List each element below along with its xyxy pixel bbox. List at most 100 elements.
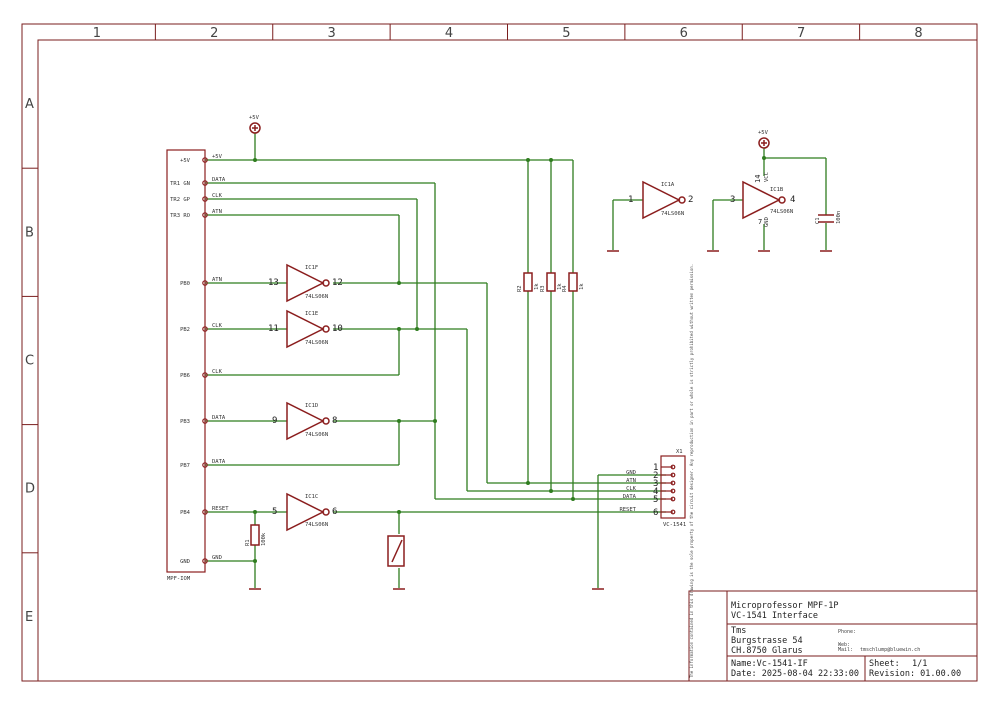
net-label-data-2: DATA (212, 415, 226, 421)
resistor-r3 (546, 272, 556, 292)
mail-text: tmschlump@bluewin.ch (860, 647, 920, 653)
title-block: The information contained in this drawin… (688, 264, 978, 682)
c1-value: 100n (836, 211, 842, 224)
gate-input-pin: 9 (272, 416, 277, 426)
gate-output-pin: 8 (332, 416, 337, 426)
gate-type: 74LS06N (770, 209, 793, 215)
vcc-pin-number: 14 (754, 175, 762, 183)
mpf-iom-pin-label: PB4 (180, 510, 191, 516)
gate-name: IC1A (661, 182, 675, 188)
row-label: D (25, 482, 35, 497)
vcc-pin-label: VCC (764, 172, 770, 182)
resistors: R2 1k R3 1k R4 1k R1 100k (245, 272, 585, 546)
net-label-clk-1: CLK (212, 193, 223, 199)
gate-output-pin: 12 (332, 278, 343, 288)
web-label: Web: (838, 642, 850, 648)
resistor-r4 (568, 272, 578, 292)
gate-type: 74LS06N (305, 432, 328, 438)
column-label: 6 (680, 26, 688, 41)
mpf-iom-pin-label: PB0 (180, 281, 190, 287)
street-text: Burgstrasse 54 (731, 636, 803, 646)
x1-value: VC-1541 (663, 522, 686, 528)
r4-name: R4 (562, 285, 568, 292)
mpf-iom-pin (202, 326, 208, 332)
gate-input-pin: 5 (272, 507, 277, 517)
sheet-value: 1/1 (912, 659, 927, 669)
supply-5v-right (758, 137, 770, 149)
r1-name: R1 (245, 539, 251, 546)
title-text: Microprofessor MPF-1P (731, 601, 838, 611)
mpf-iom-pin (202, 372, 208, 378)
gnd-pin-label: GND (764, 217, 770, 227)
mpf-iom-pin (202, 280, 208, 286)
gate-input-pin: 11 (268, 324, 279, 334)
junctions (253, 156, 766, 563)
net-label-clk-2: CLK (212, 323, 223, 329)
gate-name: IC1F (305, 265, 318, 271)
mpf-iom-pin-label: PB3 (180, 419, 190, 425)
gate-input-pin: 1 (628, 195, 633, 205)
supply-5v-right-label: +5V (758, 130, 769, 136)
r3-value: 1k (557, 283, 563, 290)
mpf-iom-pin-label: TR3 RO (170, 213, 190, 219)
r2-value: 1k (534, 283, 540, 290)
x1-pin-net: GND (626, 470, 636, 476)
mpf-iom-pin-label: TR2 GP (170, 197, 191, 203)
gate-input-pin: 3 (730, 195, 735, 205)
gate-output-pin: 6 (332, 507, 337, 517)
city-text: CH.8750 Glarus (731, 646, 803, 656)
c1-name: C1 (815, 217, 821, 224)
gate-name: IC1D (305, 403, 318, 409)
net-label-data-3: DATA (212, 459, 226, 465)
column-label: 7 (797, 26, 805, 41)
inverter-ic1e: IC1E 74LS06N 11 10 (268, 309, 343, 349)
date-text: Date: 2025-08-04 22:33:00 (731, 669, 859, 679)
net-label-atn-1: ATN (212, 209, 222, 215)
company-text: Tms (731, 626, 746, 636)
mpf-iom-pin (202, 509, 208, 515)
row-label: B (25, 225, 34, 240)
net-label-reset: RESET (212, 506, 229, 512)
r4-value: 1k (579, 283, 585, 290)
mpf-iom-pin-label: PB2 (180, 327, 190, 333)
mpf-iom-pin-label: +5V (180, 158, 191, 164)
mpf-iom-pin (202, 157, 208, 163)
resistor-r1 (250, 524, 260, 546)
x1-pin-net: RESET (619, 507, 636, 513)
column-label: 2 (210, 26, 218, 41)
capacitor-c1: C1 100n (815, 211, 842, 224)
gate-name: IC1E (305, 311, 318, 317)
column-label: 8 (914, 26, 922, 41)
gate-output-pin: 2 (688, 195, 693, 205)
name-text: Name:Vc-1541-IF (731, 659, 808, 669)
mpf-iom-pin (202, 558, 208, 564)
mail-label: Mail: (838, 647, 853, 653)
x1-pin-number: 3 (653, 479, 658, 489)
mpf-iom-pin (202, 180, 208, 186)
x1-pin-number: 4 (653, 487, 658, 497)
mpf-iom-pin-label: TR1 GN (170, 181, 190, 187)
gate-output-pin: 10 (332, 324, 343, 334)
row-label: A (25, 97, 34, 112)
mpf-iom-pin-label: GND (180, 559, 190, 565)
disclaimer: The information contained in this drawin… (689, 264, 694, 678)
x1-pin-net: ATN (626, 478, 636, 484)
row-label: E (25, 610, 33, 625)
row-label: C (25, 354, 34, 369)
gate-type: 74LS06N (305, 340, 328, 346)
supply-symbols: +5V +5V (249, 115, 770, 149)
supply-5v-left-label: +5V (249, 115, 260, 121)
net-label-clk-3: CLK (212, 369, 223, 375)
net-label-gnd: GND (212, 555, 222, 561)
mpf-iom-pin (202, 196, 208, 202)
column-label: 4 (445, 26, 453, 41)
supply-5v-left (249, 122, 261, 134)
inverter-ic1d: IC1D 74LS06N 9 8 (272, 401, 337, 441)
